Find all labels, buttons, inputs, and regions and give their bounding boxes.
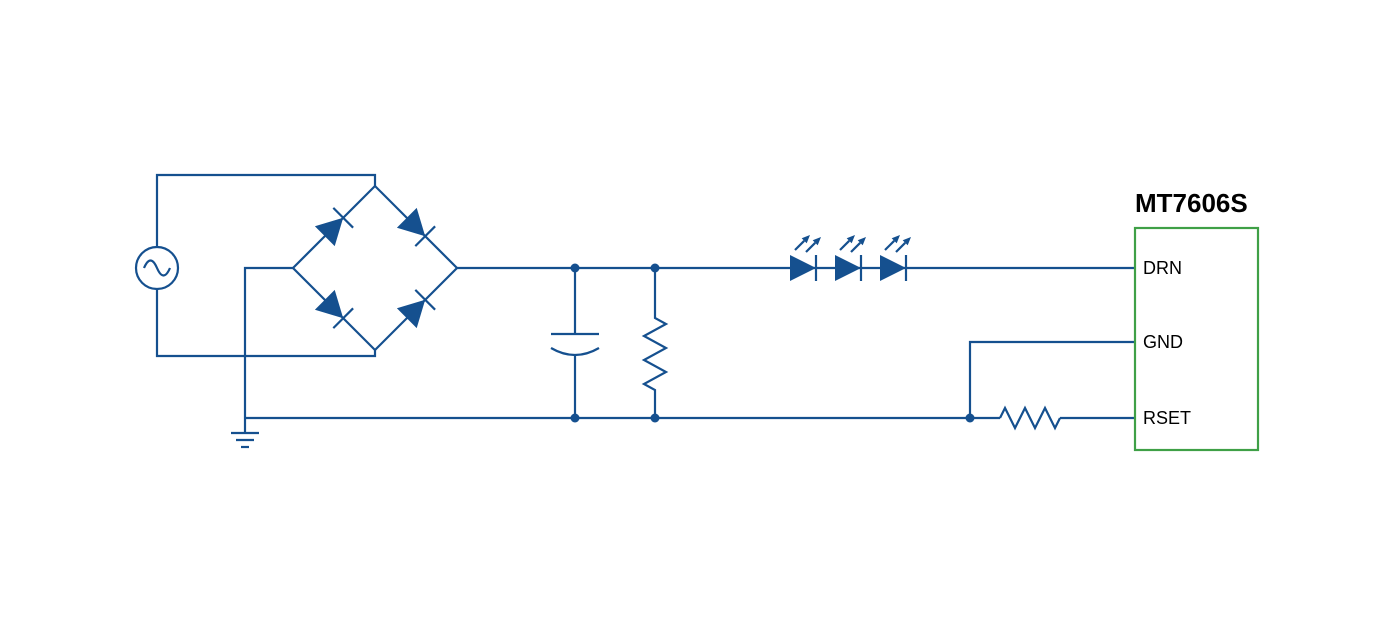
junction-dot [965,413,975,423]
rset-resistor-icon [999,405,1061,431]
diode-triangle [396,299,426,329]
ic-block: MT7606S DRN GND RSET [1133,188,1260,452]
junction-dot [650,413,660,423]
led-2-icon [835,235,866,281]
negative-branch-wire [243,266,293,418]
led-triangle [880,255,906,281]
led-string [790,235,911,281]
ic-outline-box [1133,226,1260,452]
diode-bottom-left-icon [314,289,354,329]
diode-bottom-right-icon [396,289,436,329]
ac-source-icon [134,245,180,291]
led-1-icon [790,235,821,281]
ac-top-wire [155,173,377,247]
diode-cathode-bar [414,289,436,311]
emission-arrowhead [902,237,911,246]
emission-arrowhead [891,235,900,244]
emission-arrow [884,240,895,251]
emission-arrow [805,242,816,253]
emission-arrowhead [812,237,821,246]
diode-cathode-bar [332,307,354,329]
diode-triangle [314,217,344,247]
ic-title: MT7606S [1135,188,1248,218]
ac-bottom-wire [155,289,377,358]
diode-top-left-icon [314,207,354,247]
emission-arrow [794,240,805,251]
bridge-rectifier-icon [291,184,459,352]
led-triangle [790,255,816,281]
pin-label-drn: DRN [1143,258,1182,278]
emission-arrowhead [801,235,810,244]
sine-wave-icon [142,259,172,277]
junction-dot [570,263,580,273]
pin-label-rset: RSET [1143,408,1191,428]
emission-arrow [850,242,861,253]
led-triangle [835,255,861,281]
parallel-resistor-icon [641,268,669,418]
bridge-diamond [291,184,459,352]
diode-top-right-icon [396,207,436,247]
diode-cathode-bar [332,207,354,229]
capacitor-curved-plate [550,347,600,357]
pin-label-gnd: GND [1143,332,1183,352]
junction-dot [570,413,580,423]
emission-arrow [839,240,850,251]
gnd-pin-wire [968,340,1135,418]
junction-dot [650,263,660,273]
filter-capacitor-icon [550,268,600,418]
ground-icon [231,418,259,449]
led-3-icon [880,235,911,281]
diode-triangle [396,207,426,237]
emission-arrowhead [846,235,855,244]
emission-arrow [895,242,906,253]
diode-cathode-bar [414,225,436,247]
diode-triangle [314,289,344,319]
emission-arrowhead [857,237,866,246]
